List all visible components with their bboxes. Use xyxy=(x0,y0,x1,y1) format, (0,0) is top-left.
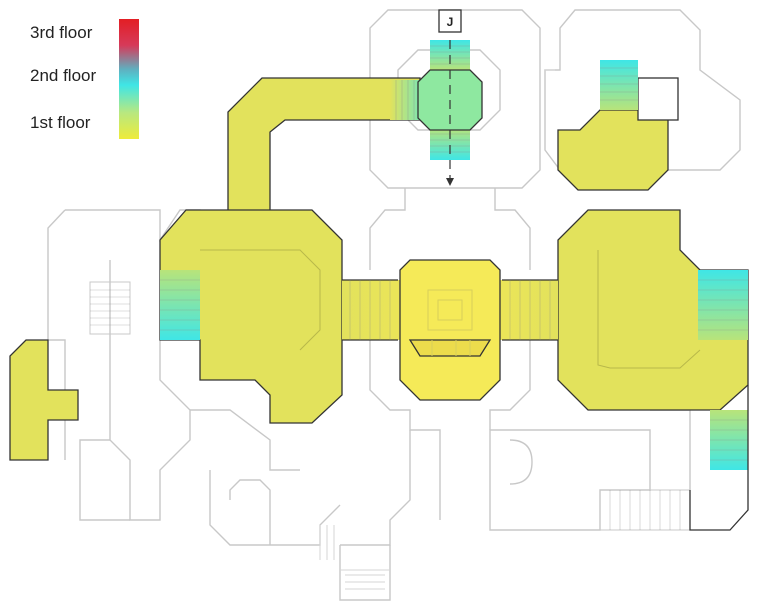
stairs-right-room xyxy=(698,270,748,340)
stairs-left-room xyxy=(160,270,200,340)
legend-gradient-bar xyxy=(119,19,139,139)
marker-label: J xyxy=(447,15,454,29)
marker-j[interactable]: J xyxy=(438,9,462,33)
legend-label-2nd-floor: 2nd floor xyxy=(30,66,97,85)
legend-label-3rd-floor: 3rd floor xyxy=(30,23,93,42)
stairs-right-grey xyxy=(599,489,691,531)
unexplored-outlines xyxy=(47,9,741,601)
stairs-left-grey xyxy=(89,281,131,335)
first-floor-top-right-room xyxy=(557,109,669,191)
central-hub xyxy=(342,259,558,401)
first-floor-left-wing xyxy=(9,339,79,461)
second-floor-tower xyxy=(390,40,483,186)
stairs-top-right xyxy=(600,60,638,110)
legend-label-1st-floor: 1st floor xyxy=(30,113,91,132)
stairs-right-lower xyxy=(689,385,749,531)
